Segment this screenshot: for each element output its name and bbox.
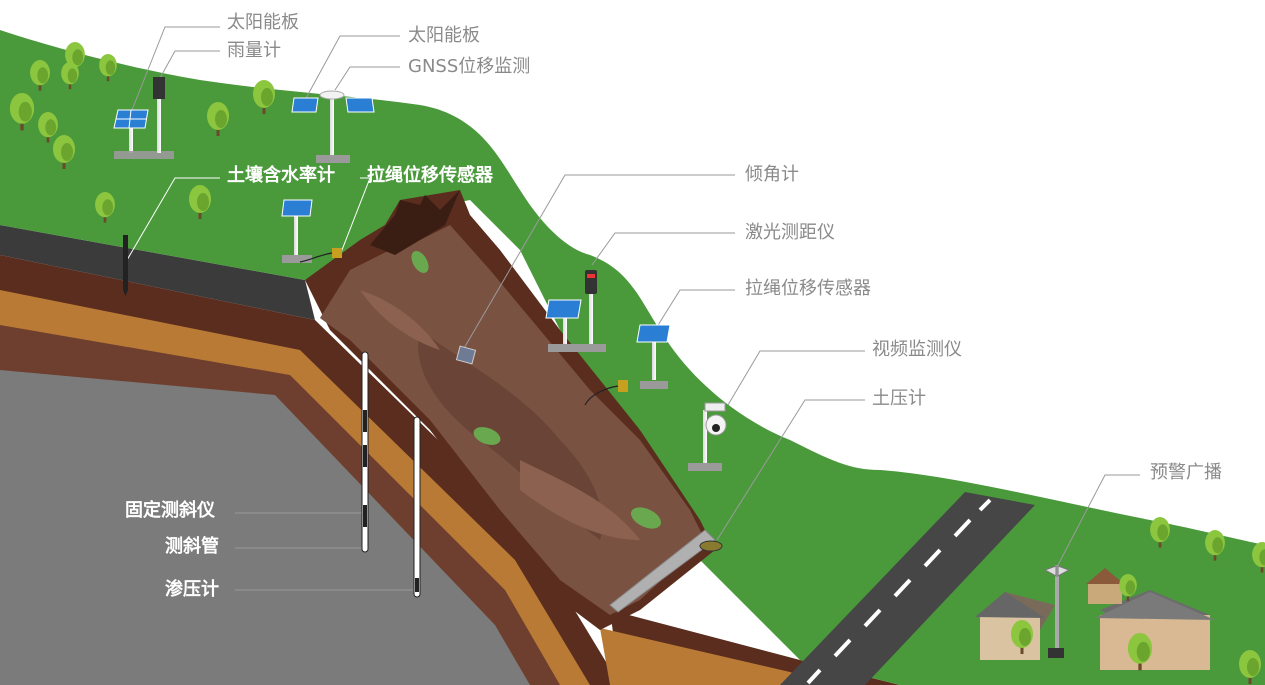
label-rain-gauge: 雨量计 — [227, 40, 281, 61]
piezometer-tube-icon — [413, 416, 421, 598]
trees — [9, 42, 1265, 684]
tilt-meter-icon — [455, 345, 477, 365]
tree-icon — [1127, 633, 1153, 671]
solar-panel-icon — [545, 299, 606, 352]
soil-strata — [0, 225, 900, 685]
tree-icon — [253, 80, 275, 114]
landslide-mass — [305, 190, 715, 630]
soil-moisture-probe-icon — [123, 235, 128, 296]
label-piezometer: 渗压计 — [165, 579, 219, 600]
tree-icon — [53, 135, 75, 169]
label-warning-broadcast: 预警广播 — [1150, 462, 1222, 483]
laser-rangefinder-icon — [585, 270, 597, 345]
retaining-wall — [609, 529, 716, 613]
tree-icon — [1252, 542, 1265, 573]
tree-icon — [99, 53, 117, 82]
stratum-bedrock — [0, 370, 530, 685]
label-laser-rangefinder: 激光测距仪 — [745, 222, 835, 243]
label-inclinometer-tube: 测斜管 — [165, 536, 219, 557]
label-earth-pressure: 土压计 — [872, 388, 926, 409]
tree-icon — [1205, 530, 1225, 561]
tree-icon — [38, 112, 58, 143]
tree-icon — [9, 93, 35, 131]
solar-panel-icon — [113, 109, 174, 159]
label-inclinometer: 倾角计 — [745, 164, 799, 185]
road-markings — [806, 498, 992, 685]
label-gnss: GNSS位移监测 — [408, 56, 531, 77]
tree-icon — [207, 102, 229, 136]
stratum-right-orange — [600, 628, 830, 685]
house-icon — [1086, 568, 1124, 604]
tree-icon — [95, 192, 115, 223]
label-soil-moisture: 土壤含水率计 — [227, 165, 335, 186]
tree-icon — [1239, 650, 1261, 684]
stratum-topsoil-dark — [0, 225, 315, 320]
gnss-antenna-icon — [291, 90, 375, 163]
label-fixed-inclinometer: 固定测斜仪 — [125, 500, 215, 521]
house-icon — [1095, 590, 1215, 670]
camera-icon — [688, 402, 727, 471]
solar-panel-icon — [636, 324, 671, 389]
label-solar-panel-2: 太阳能板 — [408, 25, 480, 46]
tree-icon — [1150, 517, 1170, 548]
wire-sensor-icon — [299, 248, 342, 263]
tree-icon — [189, 185, 211, 219]
tree-icon — [65, 42, 85, 73]
tree-icon — [1011, 620, 1033, 654]
wire-sensor-icon — [584, 380, 628, 406]
solar-panel-icon — [281, 199, 313, 263]
label-wire-sensor-2: 拉绳位移传感器 — [745, 278, 871, 299]
label-video-monitor: 视频监测仪 — [872, 339, 962, 360]
tree-icon — [30, 60, 50, 91]
rain-gauge-icon — [153, 77, 165, 153]
tree-icon — [1119, 574, 1137, 602]
callout-lines — [126, 26, 1140, 591]
label-wire-sensor-1: 拉绳位移传感器 — [367, 165, 493, 186]
inclinometer-tube-icon — [361, 351, 369, 553]
earth-pressure-cell-icon — [699, 540, 723, 552]
label-solar-panel-1: 太阳能板 — [227, 12, 299, 33]
siren-icon — [1043, 565, 1071, 658]
road — [780, 492, 1035, 685]
tree-icon — [61, 61, 79, 90]
